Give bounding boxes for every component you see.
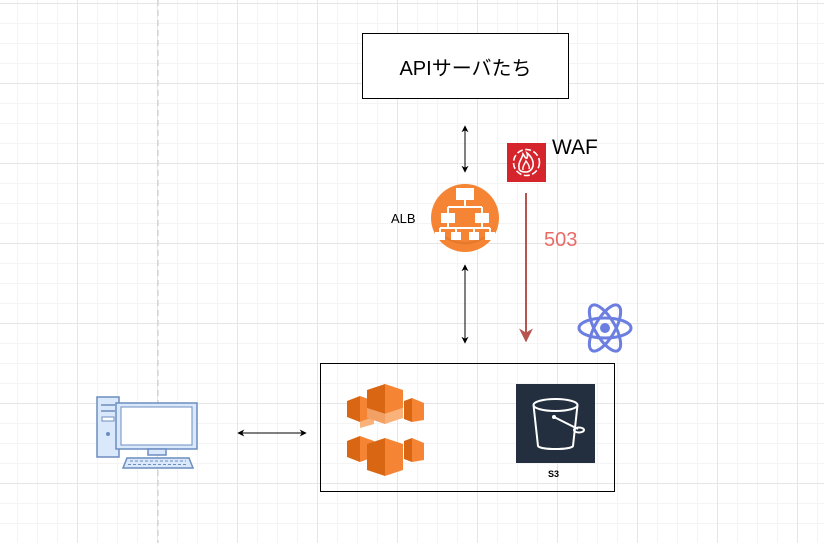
alb-label: ALB bbox=[391, 211, 416, 226]
waf-label: WAF bbox=[552, 136, 598, 159]
api-servers-node[interactable]: APIサーバたち bbox=[362, 33, 569, 99]
ec2-instances-icon[interactable] bbox=[347, 384, 424, 476]
ec2-s3-group[interactable] bbox=[320, 363, 615, 492]
s3-label: S3 bbox=[548, 469, 560, 479]
load-balancer-icon[interactable] bbox=[431, 184, 499, 252]
waf-icon[interactable] bbox=[507, 143, 546, 182]
error-code-label: 503 bbox=[544, 229, 578, 251]
desktop-computer-icon[interactable] bbox=[96, 396, 198, 469]
react-atom-icon[interactable] bbox=[577, 300, 633, 355]
s3-bucket-icon[interactable] bbox=[516, 384, 595, 463]
api-servers-label: APIサーバたち bbox=[399, 57, 532, 80]
